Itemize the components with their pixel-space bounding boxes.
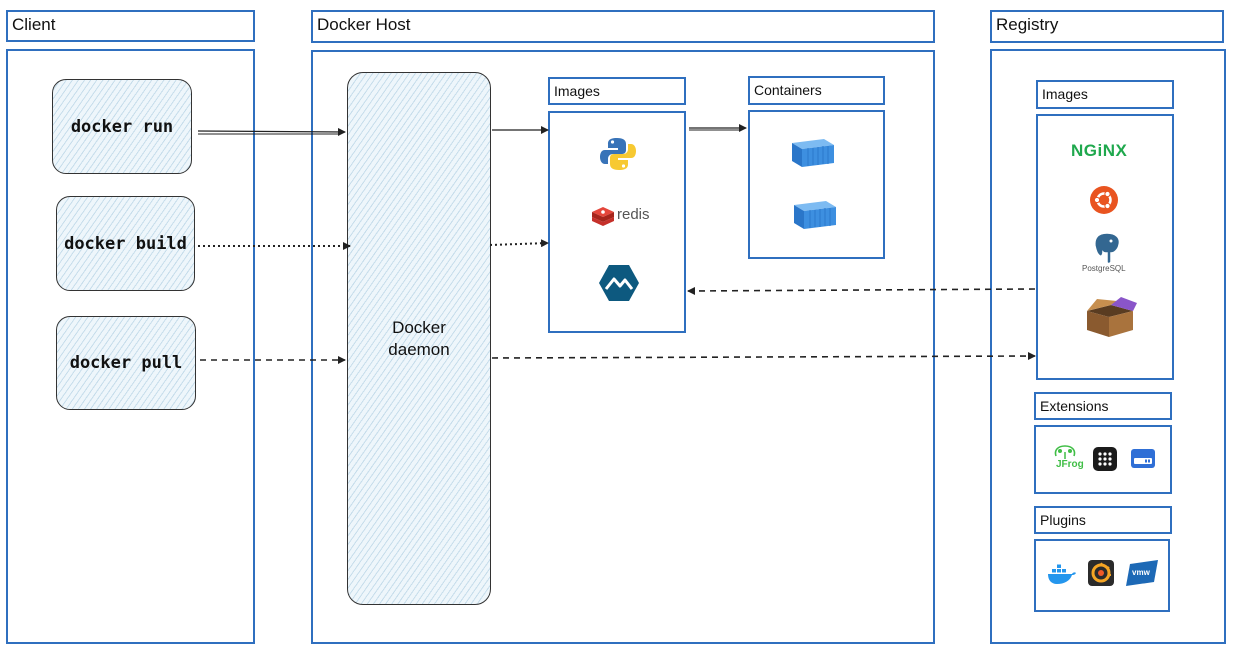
redis-logo: redis	[591, 205, 661, 229]
postgresql-logo: PostgreSQL	[1080, 231, 1140, 277]
alpine-icon	[599, 265, 639, 301]
docker-whale-icon	[1048, 564, 1076, 584]
container-icon	[792, 139, 834, 167]
redis-icon	[592, 207, 614, 226]
nginx-logo: NGiNX	[1071, 141, 1128, 160]
grafana-icon	[1088, 560, 1114, 586]
registry-images-header: Images	[1036, 80, 1174, 109]
jfrog-label: JFrog	[1056, 459, 1084, 470]
postgresql-label: PostgreSQL	[1082, 264, 1126, 273]
docker-build-command[interactable]: docker build	[56, 196, 195, 291]
docker-pull-command[interactable]: docker pull	[56, 316, 196, 410]
docker-daemon[interactable]: Docker daemon	[347, 72, 491, 605]
docker-host-title: Docker Host	[317, 15, 411, 34]
frog-icon	[1054, 445, 1076, 459]
docker-build-label: docker build	[64, 233, 187, 254]
run-to-daemon-arrow	[197, 127, 346, 136]
docker-run-label: docker run	[70, 116, 174, 137]
containers-title: Containers	[754, 82, 822, 98]
docker-pull-label: docker pull	[69, 353, 183, 373]
container-icon	[794, 201, 836, 229]
python-icon	[600, 138, 636, 170]
jfrog-logo: JFrog	[1050, 444, 1084, 476]
disk-extension-icon	[1131, 449, 1155, 468]
containers-panel	[748, 110, 885, 259]
plugins-header: Plugins	[1034, 506, 1172, 534]
vmware-label: vmw	[1132, 568, 1150, 577]
vmware-icon	[1126, 560, 1158, 586]
containers-header: Containers	[748, 76, 885, 105]
package-box-icon	[1087, 297, 1137, 337]
registry-to-images-arrow	[687, 286, 1036, 295]
redis-label: redis	[617, 206, 650, 223]
images-to-containers-arrow	[689, 124, 747, 132]
client-title: Client	[12, 15, 56, 34]
grid-app-icon	[1093, 447, 1117, 471]
daemon-to-registry-arrow	[491, 352, 1036, 361]
registry-header: Registry	[990, 10, 1224, 43]
ubuntu-icon	[1090, 186, 1118, 214]
docker-daemon-label-line2: daemon	[388, 339, 450, 359]
elephant-icon	[1094, 232, 1121, 265]
docker-run-command[interactable]: docker run	[52, 79, 192, 174]
extensions-header: Extensions	[1034, 392, 1172, 420]
registry-images-title: Images	[1042, 86, 1088, 102]
plugins-title: Plugins	[1040, 512, 1086, 528]
extensions-title: Extensions	[1040, 398, 1109, 414]
docker-daemon-label-line1: Docker	[392, 317, 446, 337]
client-header: Client	[6, 10, 255, 42]
host-images-header: Images	[548, 77, 686, 105]
vmware-logo: vmw	[1126, 560, 1158, 586]
registry-title: Registry	[996, 15, 1059, 34]
daemon-to-images-build-arrow	[489, 239, 549, 248]
docker-host-header: Docker Host	[311, 10, 935, 43]
host-images-title: Images	[554, 83, 600, 99]
